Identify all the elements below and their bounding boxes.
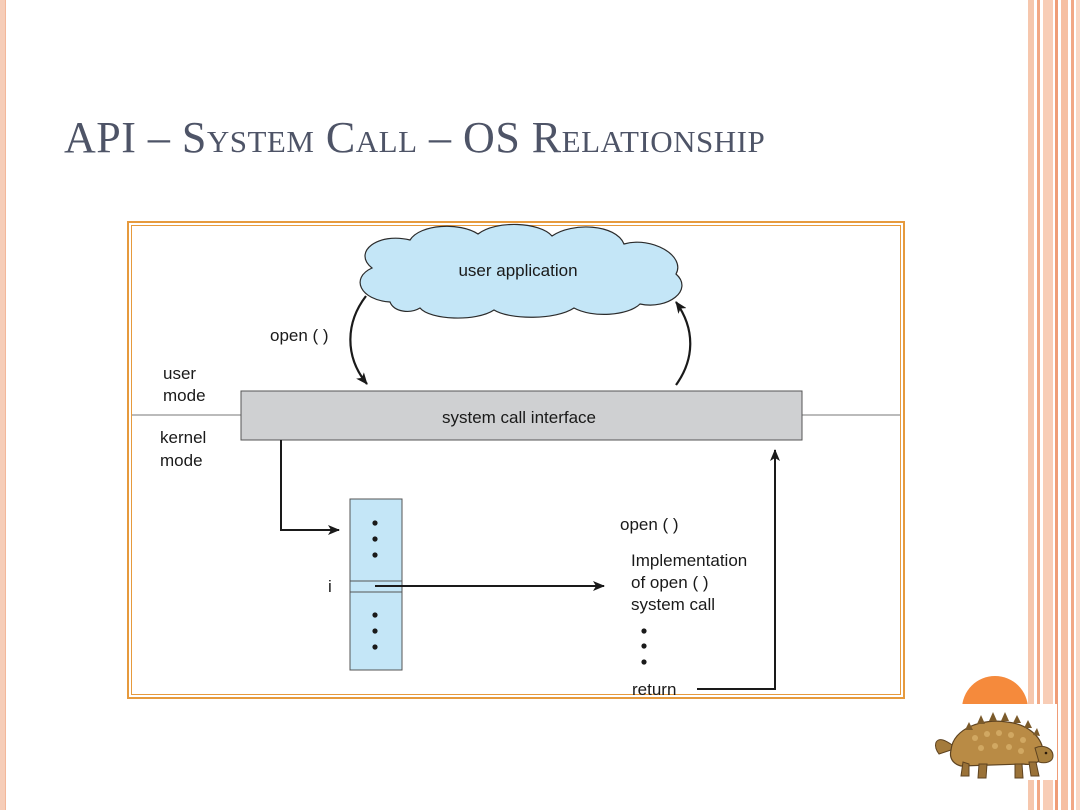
left-border-decoration	[0, 0, 6, 810]
system-call-interface-bar	[240, 390, 803, 441]
right-stripe-decoration	[1028, 0, 1080, 810]
user-mode-label-line1: user	[163, 364, 196, 383]
diagram-outer-frame	[127, 221, 905, 699]
return-arrow	[697, 449, 780, 690]
system-call-interface-label: system call interface	[442, 408, 596, 427]
cloud-label: user application	[458, 261, 577, 280]
kernel-mode-label-line1: kernel	[160, 428, 206, 447]
open-call-label: open ( )	[270, 326, 329, 345]
table-index-label: i	[328, 577, 332, 596]
impl-line-3: system call	[631, 595, 715, 614]
return-label: return	[632, 680, 676, 699]
ankylosaurus-dinosaur-icon	[931, 704, 1057, 780]
impl-line-2: of open ( )	[631, 573, 709, 592]
system-call-table	[349, 498, 403, 671]
kernel-mode-label-line2: mode	[160, 451, 203, 470]
impl-title: open ( )	[620, 515, 679, 534]
impl-line-1: Implementation	[631, 551, 747, 570]
user-application-cloud: user application	[359, 223, 683, 319]
user-mode-label-line2: mode	[163, 386, 206, 405]
impl-ellipsis-dots	[641, 628, 647, 665]
open-call-arrow	[349, 295, 368, 385]
dispatch-arrow	[280, 440, 340, 535]
slide-title: API – System Call – OS Relationship	[64, 113, 766, 162]
return-to-app-arrow	[675, 301, 692, 386]
